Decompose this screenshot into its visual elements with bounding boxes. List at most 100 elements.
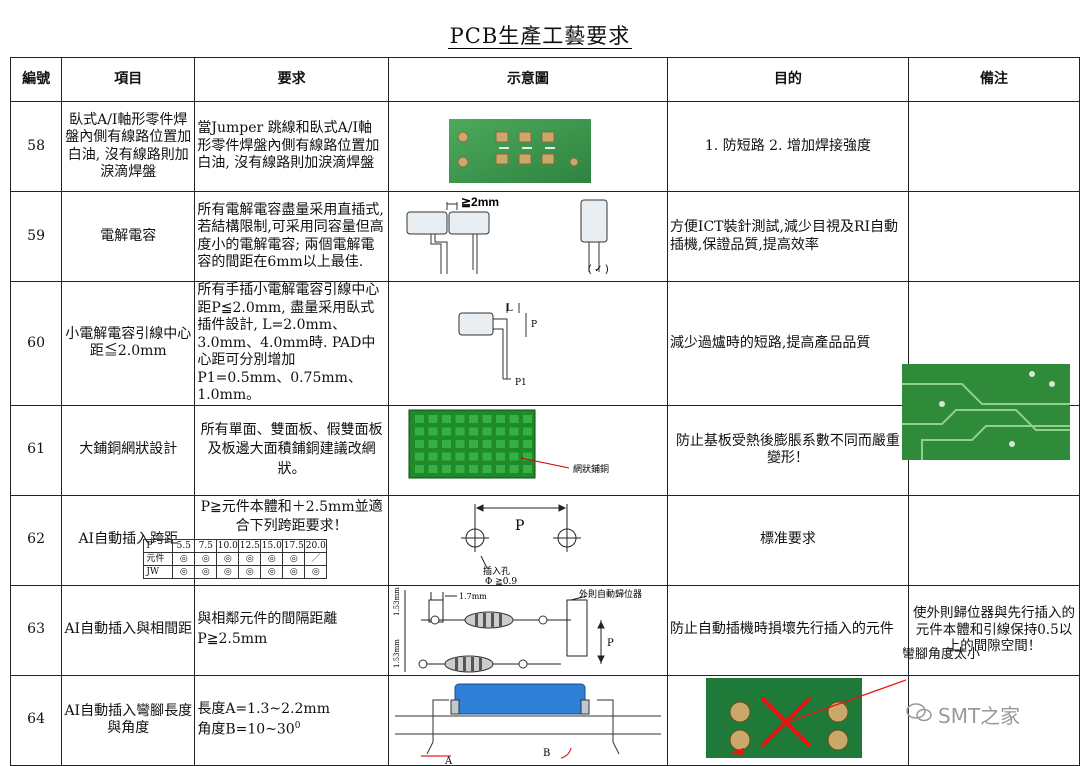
P-label: P: [515, 518, 524, 534]
row-number: 62: [9, 494, 63, 586]
row-goal: 減少過爐時的短路,提高產品品質: [666, 281, 909, 406]
row-note: [907, 191, 1080, 282]
row-item: AI自動插入彎腳長度與角度: [61, 674, 196, 766]
row-note: [907, 674, 1080, 766]
pitch-mark: ◎: [194, 564, 218, 579]
mesh-cell: [414, 452, 424, 460]
row-goal: 防止基板受熱後膨脹系數不同而嚴重變形！: [666, 404, 909, 496]
req-length: 長度A=1.3~2.2mm: [197, 701, 330, 718]
pitch-row-label: JW: [143, 564, 174, 579]
mesh-cell: [468, 452, 478, 460]
mesh-cell: [428, 439, 438, 448]
pitch-label: P: [143, 538, 174, 553]
mesh-cell: [495, 439, 505, 448]
mesh-cell: [428, 464, 438, 473]
mesh-cell: [455, 439, 465, 448]
row-diagram: ≧2mm ( ✓ ): [387, 191, 668, 282]
pitch-mark: ◎: [216, 551, 240, 566]
pitch-value: 15.0: [260, 538, 284, 553]
mesh-cell: [482, 427, 492, 435]
row-number: 61: [9, 404, 63, 496]
table-row: 62 AI自動插入跨距 P≧元件本體和＋2.5mm並適合下列跨距要求！ P 5.…: [9, 494, 1080, 586]
table-row: 58 臥式A/I軸形零件焊盤內側有線路位置加白油, 沒有線路則加淚滴焊盤 當Ju…: [9, 101, 1080, 192]
spacing-diagram: 1.7mm 外則自動歸位器 P 1.53mm 1.53mm: [393, 586, 642, 672]
pitch-mark: ◎: [172, 551, 196, 566]
row-number: 60: [9, 281, 63, 406]
row-item: AI自動插入與相間距: [61, 584, 196, 676]
pitch-value: 17.5: [282, 538, 306, 553]
header-fig: 示意圖: [387, 57, 668, 102]
A-label: A: [444, 756, 453, 765]
mesh-cell: [482, 464, 492, 473]
row-goal: 標准要求: [666, 494, 909, 586]
pcb-pad-photo: [448, 119, 591, 183]
pitch-value: 7.5: [194, 538, 218, 553]
row-requirement: 與相鄰元件的間隔距離P≧2.5mm: [194, 584, 389, 676]
row-item: 電解電容: [61, 191, 196, 282]
watermark-text: SMT之家: [938, 704, 1021, 728]
ok-label: ( ✓ ): [588, 264, 609, 275]
wechat-icon: [906, 702, 932, 727]
mesh-cell: [522, 464, 532, 473]
pitch-mark: ／: [304, 551, 328, 566]
header-note: 備注: [907, 57, 1080, 102]
mesh-cell: [495, 414, 505, 423]
pitch-mark: ◎: [238, 551, 262, 566]
pitch-mark: ◎: [216, 564, 240, 579]
mesh-cell: [495, 452, 505, 460]
mesh-cell: [441, 427, 451, 435]
header-no: 編號: [9, 57, 63, 102]
mesh-cell: [428, 452, 438, 460]
mesh-cell: [468, 414, 478, 423]
mesh-cell: [482, 452, 492, 460]
mesh-cell: [468, 439, 478, 448]
row-item: 小電解電容引線中心距≦2.0mm: [61, 281, 196, 406]
side-label-2: 1.53mm: [393, 638, 401, 667]
mesh-cell: [509, 414, 519, 423]
dim-label: ≧2mm: [461, 195, 499, 209]
row-number: 58: [9, 101, 63, 192]
pitch-mark: ◎: [282, 551, 306, 566]
mesh-cell: [468, 427, 478, 435]
row-item: 臥式A/I軸形零件焊盤內側有線路位置加白油, 沒有線路則加淚滴焊盤: [61, 101, 196, 192]
mesh-cell: [495, 427, 505, 435]
mesh-cell: [414, 464, 424, 473]
header-goal: 目的: [666, 57, 909, 102]
row-requirement: 長度A=1.3~2.2mm 角度B=10~300: [194, 674, 389, 766]
row-diagram: L P P1: [387, 281, 668, 406]
header-req: 要求: [194, 57, 389, 102]
header-item: 項目: [61, 57, 196, 102]
pitch-value: 10.0: [216, 538, 240, 553]
side-label-1: 1.53mm: [393, 586, 401, 615]
mesh-cell: [495, 464, 505, 473]
mesh-cell: [414, 439, 424, 448]
mesh-cell: [522, 439, 532, 448]
req-angle-sup: 0: [294, 720, 301, 731]
mesh-cell: [522, 414, 532, 423]
mesh-cell: [482, 414, 492, 423]
pitch-mark: ◎: [260, 551, 284, 566]
req-angle: 角度B=10~300: [197, 720, 386, 740]
table-row: 59 電解電容 所有電解電容盡量采用直插式, 若結構限制,可采用同容量但高度小的…: [9, 191, 1080, 282]
P1-label: P1: [515, 378, 527, 388]
mesh-cell: [441, 414, 451, 423]
row-goal: 防止自動插機時損壞先行插入的元件: [666, 584, 909, 676]
mesh-cell: [455, 427, 465, 435]
req-angle-text: 角度B=10~30: [197, 721, 295, 738]
bent-lead-diagram: A B: [394, 683, 661, 765]
mesh-cell: [455, 414, 465, 423]
mesh-cell: [509, 427, 519, 435]
mesh-cell: [509, 452, 519, 460]
callout-bad-angle: 彎腳角度太小: [902, 647, 981, 662]
row-goal: 1. 防短路 2. 增加焊接強度: [666, 101, 909, 192]
req-text: P≧元件本體和＋2.5mm並適合下列跨距要求！: [200, 498, 383, 535]
pitch-mark: ◎: [282, 564, 306, 579]
mesh-cell: [441, 452, 451, 460]
mesh-cell: [428, 414, 438, 423]
row-diagram: 1.7mm 外則自動歸位器 P 1.53mm 1.53mm: [387, 584, 668, 676]
row-requirement: 所有手插小電解電容引線中心距P≦2.0mm, 盡量采用臥式插件設計, L=2.0…: [194, 281, 389, 406]
mesh-cell: [522, 427, 532, 435]
copper-mesh-diagram: 網狀鋪銅: [408, 409, 609, 478]
row-requirement: 所有單面、雙面板、假雙面板及板邊大面積鋪銅建議改網狀。: [194, 404, 389, 496]
mesh-cell: [522, 452, 532, 460]
